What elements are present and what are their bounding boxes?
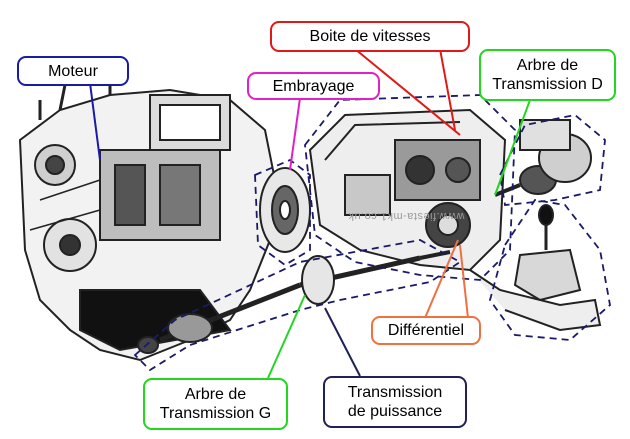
leader-arbre-d <box>494 99 531 196</box>
driveshaft-left-outline <box>133 239 462 372</box>
driveshaft-right-outline <box>499 114 606 206</box>
left-driveshaft-drawing <box>137 250 451 354</box>
leader-differentiel-2 <box>459 244 469 319</box>
gearbox-drawing <box>308 108 507 272</box>
leader-moteur <box>89 82 101 161</box>
label-arbre-de-transmission-g: Arbre de Transmission G <box>143 378 288 430</box>
leader-boite-1 <box>354 48 461 136</box>
clutch-drawing <box>259 167 311 253</box>
watermark-text: www.fiesta-mk1.co.uk <box>348 210 465 222</box>
leader-embrayage <box>289 97 301 171</box>
label-differentiel: Différentiel <box>371 316 481 345</box>
gear-lever-drawing <box>469 204 602 332</box>
label-boite-de-vitesses: Boite de vitesses <box>270 21 470 52</box>
label-transmission-de-puissance: Transmission de puissance <box>323 376 467 428</box>
leader-arbre-g <box>267 294 306 379</box>
leader-boite-2 <box>439 48 456 131</box>
leader-transmission <box>324 307 361 377</box>
label-arbre-de-transmission-d: Arbre de Transmission D <box>479 49 616 101</box>
engine-drawing <box>18 75 277 362</box>
label-moteur: Moteur <box>17 56 129 86</box>
gearbox-outline <box>304 94 516 281</box>
label-embrayage: Embrayage <box>247 72 380 100</box>
clutch-outline <box>254 158 311 267</box>
gear-lever-outline <box>489 199 611 341</box>
dashed-outlines <box>133 94 611 372</box>
leader-differentiel-1 <box>424 239 459 319</box>
leader-lines <box>89 48 531 379</box>
right-driveshaft-drawing <box>494 119 592 197</box>
